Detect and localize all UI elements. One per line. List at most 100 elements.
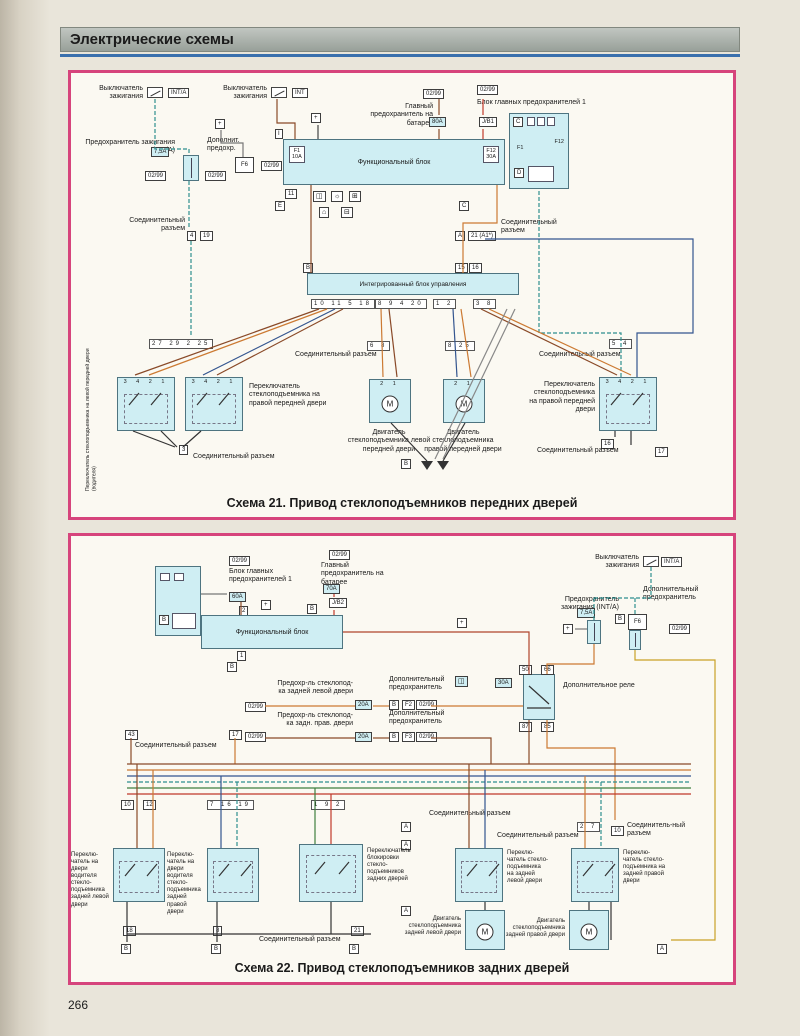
window-switch-driver-rear-left [113, 848, 165, 902]
pin-11: 11 [285, 189, 298, 199]
additional-fuse-label: Дополнительный предохранитель [389, 710, 445, 726]
int-a-code: INT/A [168, 88, 190, 98]
diagram-21-caption: Схема 21. Привод стеклоподъемников перед… [226, 496, 578, 510]
motor-left-label: Двигатель стеклоподъемника левой передне… [347, 429, 431, 453]
diagram-panel-22: B 02/99 Блок главных предохранителей 1 6… [68, 533, 736, 985]
motor-pin-numbers: 2 1 [454, 381, 474, 387]
pin-16: 16 [469, 263, 482, 273]
pin-3: 3 [179, 445, 189, 455]
connector-code: 02/99 [229, 556, 251, 566]
pictogram-grid-icon: ⊞ [349, 191, 361, 202]
connector-code: 02/99 [477, 85, 499, 95]
page-header-title: Электрические схемы [70, 31, 234, 48]
connector-label: Соединительный разъем [497, 832, 579, 839]
pin-row: 2 7 [577, 822, 601, 832]
pin-row: 1 2 [433, 299, 457, 309]
pin-87: 87 [519, 722, 532, 732]
fuse-80a: 80A [429, 117, 446, 127]
fuse-f6: F6 [235, 157, 255, 173]
driver-rear-right-switch-label: Переклю-чатель на двери водителя стекло-… [167, 852, 201, 915]
connector-letter-b: B [389, 732, 400, 742]
connector-letter-a: A [401, 822, 412, 832]
pin-18: 18 [123, 926, 136, 936]
fuse-cell [174, 573, 184, 581]
window-motor-right: 2 1 M [443, 379, 485, 423]
ignition-switch-label: Выключатель зажигания [99, 85, 143, 101]
connector-letter-b: B [615, 614, 626, 624]
ignition-switch-label: Выключатель зажигания [223, 85, 267, 101]
motor-left-label: Двигатель стеклоподъемника задней левой … [404, 916, 461, 937]
window-switch-rear-left [455, 848, 503, 902]
connector-label: Соединительный разъем [429, 810, 511, 817]
rear-left-fuse-label: Предохр-ль стеклопод-ка задней левой две… [277, 680, 353, 696]
window-switch-rear-right [571, 848, 619, 902]
switch-inner-outline [606, 394, 650, 424]
additional-fuse-symbol [629, 630, 641, 650]
switch-inner-outline [577, 861, 613, 893]
pin-17: 17 [655, 447, 668, 457]
header-underline [60, 54, 740, 57]
ignition-fuse-symbol [587, 620, 601, 644]
fuse-block-detail: C F12 F1 D [509, 113, 569, 189]
additional-fuse-label: Дополнит. предохр. [207, 137, 240, 153]
connector-letter-b: B [401, 459, 412, 469]
pin-row: 3 8 [473, 299, 497, 309]
pin-66: 66 [541, 665, 554, 675]
relay-cell [172, 613, 196, 629]
pictogram-window-icon: ◫ [455, 676, 468, 687]
connector-label: Соединительный разъем [259, 936, 341, 943]
pictogram-lamp-icon: ☼ [331, 191, 344, 202]
right-door-switch-label: Переключатель стеклоподъемника на правой… [529, 381, 595, 413]
connector-letter-b: B [227, 662, 238, 672]
functional-block-label: Функциональный блок [357, 158, 431, 166]
main-fuse-battery-label: Главный предохранитель на батарее [370, 103, 433, 127]
window-switch-passenger-on-driver-panel: 3 4 2 1 [185, 377, 243, 431]
connector-letter-i: I [275, 129, 283, 139]
connector-code: 02/99 [669, 624, 691, 634]
relay-cell [528, 166, 554, 182]
rear-right-fuse-label: Предохр-ль стеклопод-ка задн. прав. двер… [277, 712, 353, 728]
section-d-code: D [514, 168, 525, 178]
main-fuse-battery-label: Главный предохранитель на батарее [321, 562, 384, 586]
ignition-fuse-symbol [183, 155, 199, 181]
pictogram-box-icon: ⊟ [341, 207, 353, 218]
fuse-7-5a: 7,5A [151, 147, 170, 157]
jb1-code: J/B1 [479, 117, 498, 127]
fuse-f2: F2 [402, 700, 416, 710]
connector-label: Соединительный разъем [295, 351, 377, 358]
connector-code: 02/99 [205, 171, 227, 181]
pin-row: 10 11 5 18 [311, 299, 375, 309]
integrated-control-block-label: Интегрированный блок управления [359, 280, 467, 288]
pin-row: 1 9 2 [311, 800, 346, 810]
pin-12: 12 [143, 800, 156, 810]
connector-code: 02/99 [245, 732, 267, 742]
integrated-control-block: Интегрированный блок управления [307, 273, 519, 295]
main-fuse-block-label: Блок главных предохранителей 1 [477, 99, 586, 106]
pin-row: 8 9 4 20 [375, 299, 427, 309]
pin-50: 50 [519, 665, 532, 675]
fuse-f12-label: F12 [554, 139, 564, 145]
ignition-switch-icon [147, 87, 163, 98]
motor-symbol: M [381, 395, 399, 413]
pin-row: 6 8 [367, 341, 391, 351]
connector-letter-b: B [389, 700, 400, 710]
connector-label: Соединитель-ный разъем [627, 822, 686, 838]
rear-right-switch-label: Переклю-чатель стекло-подъемника на задн… [623, 850, 666, 885]
connector-code: 02/99 [245, 702, 267, 712]
connector-code: 02/99 [423, 89, 445, 99]
right-front-switch-label: Переключатель стеклоподъемника на правой… [249, 383, 327, 407]
pin-21-a1: 21 (A1*) [468, 231, 497, 241]
fuse-cell [160, 573, 170, 581]
functional-block-label: Функциональный блок [235, 628, 309, 636]
connector-label: Соединительный разъем [129, 217, 185, 233]
relay-30a: 30A [495, 678, 512, 688]
pin-15: 15 [455, 263, 468, 273]
fuse-20a: 20A [355, 700, 372, 710]
connector-code: 02/99 [261, 161, 283, 171]
rear-left-switch-label: Переклю-чатель стекло-подъемника на задн… [507, 850, 549, 885]
ignition-switch-icon [643, 556, 659, 567]
driver-rear-left-switch-label: Переклю-чатель на двери водителя стекло-… [71, 852, 109, 908]
connector-letter-c: C [459, 201, 470, 211]
